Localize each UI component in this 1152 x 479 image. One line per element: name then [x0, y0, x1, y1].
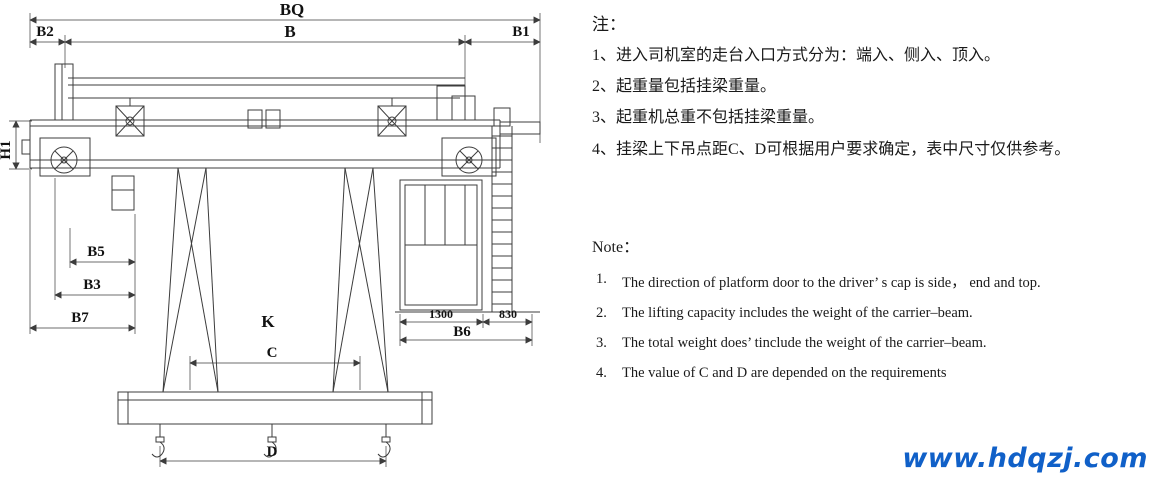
dim-label-d: D — [267, 444, 278, 460]
dim-label-c: C — [267, 345, 278, 361]
watermark-link[interactable]: www.hdqzj.com — [902, 443, 1148, 474]
dimension-1300-830: 1300 830 — [399, 307, 533, 346]
english-note-3-text: The total weight does’ tinclude the weig… — [622, 334, 987, 351]
english-note-4: 4. The value of C and D are depended on … — [592, 365, 1144, 382]
english-note-1-text: The direction of platform door to the dr… — [622, 274, 1041, 291]
english-note-1: 1. The direction of platform door to the… — [592, 271, 1144, 292]
chinese-note-3: 3、起重机总重不包括挂梁重量。 — [592, 109, 825, 127]
dimension-b5: B5 — [69, 214, 136, 334]
machinery-cab — [399, 179, 483, 311]
dimension-b-row: B2 B B1 — [29, 22, 541, 120]
dimension-bq: BQ — [29, 0, 541, 143]
hooks — [151, 424, 391, 458]
english-note-4-text: The value of C and D are depended on the… — [622, 364, 947, 381]
dim-label-1300: 1300 — [429, 307, 453, 321]
hook-block-right — [377, 98, 407, 137]
chinese-note-1: 1、进入司机室的走台入口方式分为：端入、侧入、顶入。 — [592, 47, 1001, 64]
crane-diagram: BQ B2 B B1 H1 — [0, 0, 578, 474]
chinese-notes-title: 注： — [592, 15, 626, 34]
english-note-2-number: 2. — [596, 304, 607, 321]
dim-label-b6: B6 — [453, 324, 471, 340]
chinese-note-4: 4、挂梁上下吊点距C、D可根据用户要求确定，表中尺寸仅供参考。 — [592, 140, 1071, 158]
trolley-structure — [54, 63, 476, 137]
english-note-3: 3. The total weight does’ tinclude the w… — [592, 335, 1144, 352]
english-note-3-number: 3. — [596, 334, 607, 351]
dimension-b3: B3 — [54, 178, 136, 300]
dim-label-830: 830 — [499, 307, 517, 321]
english-note-4-number: 4. — [596, 364, 607, 381]
dim-label-h1: H1 — [0, 140, 14, 159]
english-note-1-number: 1. — [596, 270, 607, 287]
dim-label-b7: B7 — [71, 310, 89, 326]
carrier-beam — [117, 391, 433, 425]
chinese-note-2: 2、起重量包括挂梁重量。 — [592, 78, 777, 96]
hook-block-left — [115, 98, 145, 137]
walkway-bracket — [395, 121, 541, 313]
end-truck-right — [441, 137, 497, 177]
chinese-notes: 注： 1、进入司机室的走台入口方式分为：端入、侧入、顶入。 2、起重量包括挂梁重… — [592, 10, 1144, 161]
dim-label-bq: BQ — [280, 0, 305, 19]
dim-label-b2: B2 — [36, 24, 54, 40]
bridge-girder — [21, 119, 501, 169]
notes-panel: 注： 1、进入司机室的走台入口方式分为：端入、侧入、顶入。 2、起重量包括挂梁重… — [578, 0, 1152, 474]
ladder — [491, 107, 513, 312]
dim-label-b: B — [284, 22, 295, 41]
english-note-2: 2. The lifting capacity includes the wei… — [592, 305, 1144, 322]
dim-label-b1: B1 — [512, 24, 530, 40]
dim-label-b5: B5 — [87, 244, 105, 260]
english-notes-title: Note： — [592, 238, 640, 256]
dimension-c: C — [189, 345, 361, 390]
end-truck-left — [39, 137, 91, 177]
english-note-2-text: The lifting capacity includes the weight… — [622, 304, 973, 321]
dim-label-k: K — [261, 312, 275, 331]
hoist-ropes — [162, 167, 389, 393]
underslung-box — [111, 175, 135, 211]
dimension-d: D — [159, 444, 387, 467]
dimension-b6: B6 — [399, 324, 533, 344]
dim-label-b3: B3 — [83, 277, 101, 293]
dimension-h1: H1 — [0, 120, 32, 170]
dimension-b7: B7 — [29, 170, 136, 334]
english-notes: Note： 1. The direction of platform door … — [592, 233, 1144, 382]
